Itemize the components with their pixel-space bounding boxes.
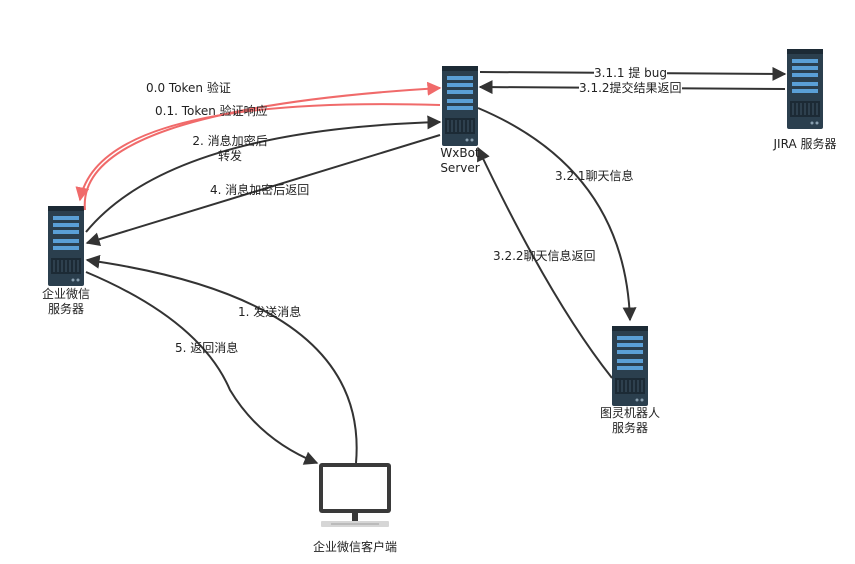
edge-label-chat-info: 3.2.1聊天信息 — [555, 169, 634, 183]
arrow-send-message — [85, 254, 358, 464]
edge-label-encrypted-forward: 2. 消息加密后 转发 — [192, 134, 268, 163]
arrow-chat-info-return — [477, 146, 613, 379]
edge-label-submit-bug: 3.1.1 提 bug — [594, 66, 668, 81]
edge-label-chat-info-return: 3.2.2聊天信息返回 — [493, 249, 596, 263]
edge-label-return-message: 5. 返回消息 — [175, 341, 239, 355]
edge-label-token-verify: 0.0 Token 验证 — [146, 81, 231, 95]
tuling-server-icon — [611, 325, 649, 407]
client-monitor-icon — [319, 463, 391, 527]
arrow-token-verify — [83, 81, 442, 211]
edge-label-token-response: 0.1. Token 验证响应 — [155, 104, 268, 118]
wxbot-label: WxBot Server — [440, 146, 480, 175]
arrow-encrypted-forward — [85, 115, 442, 233]
edge-label-submit-result: 3.1.2提交结果返回 — [579, 81, 682, 96]
arrow-encrypted-return — [85, 134, 441, 247]
arrow-chat-info — [477, 107, 637, 322]
tuling-label: 图灵机器人 服务器 — [599, 406, 660, 435]
edge-label-encrypted-return: 4. 消息加密后返回 — [210, 183, 310, 197]
arrow-return-message — [85, 271, 319, 465]
jira-label: JIRA 服务器 — [773, 137, 837, 151]
jira-server-icon — [786, 48, 824, 130]
arrow-token-response — [75, 103, 441, 202]
wxbot-server-icon — [441, 65, 479, 147]
wechat-enterprise-label: 企业微信 服务器 — [41, 287, 90, 316]
wechat-enterprise-server-icon — [47, 205, 85, 287]
client-label: 企业微信客户端 — [312, 540, 397, 554]
edge-label-send-message: 1. 发送消息 — [238, 305, 302, 319]
